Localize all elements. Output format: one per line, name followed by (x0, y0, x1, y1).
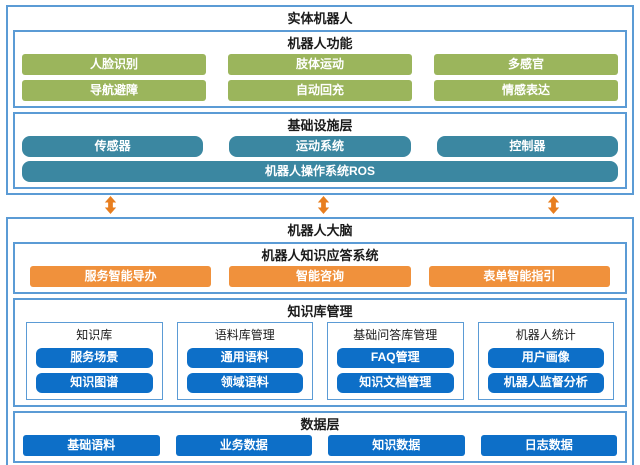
data-layer-grid: 基础语料 业务数据 知识数据 日志数据 (20, 435, 620, 456)
function-button-emotion[interactable]: 情感表达 (434, 80, 618, 101)
data-button-knowledge-data[interactable]: 知识数据 (328, 435, 465, 456)
infra-button-sensors[interactable]: 传感器 (22, 136, 204, 157)
data-button-business-data[interactable]: 业务数据 (175, 435, 312, 456)
knowledge-mgmt-title: 知识库管理 (287, 304, 353, 319)
knowledge-mgmt-grid: 知识库 服务场景 知识图谱 语料库管理 通用语料 领域语料 基础问答库管理 FA… (20, 322, 620, 400)
infra-button-motion-system[interactable]: 运动系统 (229, 136, 411, 157)
data-button-basic-corpus[interactable]: 基础语料 (23, 435, 160, 456)
corpus-button-domain[interactable]: 领域语料 (186, 373, 303, 393)
corpus-button-general[interactable]: 通用语料 (186, 348, 303, 368)
qa-system-title: 机器人知识应答系统 (261, 248, 379, 263)
double-vertical-arrow-icon (547, 196, 560, 214)
group-title: 机器人统计 (515, 328, 576, 342)
physical-robot-section: 实体机器人 机器人功能 人脸识别 肢体运动 多感官 导航避障 自动回充 情感表达… (6, 5, 634, 195)
group-title: 语料库管理 (214, 328, 275, 342)
knowledge-mgmt-box: 知识库管理 知识库 服务场景 知识图谱 语料库管理 通用语料 领域语料 基础问答… (13, 298, 627, 407)
function-button-face-recognition[interactable]: 人脸识别 (22, 54, 206, 75)
function-button-auto-charge[interactable]: 自动回充 (228, 80, 412, 101)
infrastructure-grid: 传感器 运动系统 控制器 (20, 136, 620, 157)
infrastructure-title: 基础设施层 (287, 118, 353, 133)
function-button-body-motion[interactable]: 肢体运动 (228, 54, 412, 75)
stats-button-user-profile[interactable]: 用户画像 (487, 348, 604, 368)
infra-button-ros[interactable]: 机器人操作系统ROS (22, 161, 618, 182)
robot-functions-box: 机器人功能 人脸识别 肢体运动 多感官 导航避障 自动回充 情感表达 (13, 30, 627, 108)
group-knowledge-base: 知识库 服务场景 知识图谱 (26, 322, 163, 400)
robot-functions-title: 机器人功能 (287, 36, 353, 51)
qa-button-service-guide[interactable]: 服务智能导办 (30, 266, 212, 287)
qa-button-form-guide[interactable]: 表单智能指引 (428, 266, 610, 287)
qa-system-box: 机器人知识应答系统 服务智能导办 智能咨询 表单智能指引 (13, 242, 627, 294)
infrastructure-box: 基础设施层 传感器 运动系统 控制器 机器人操作系统ROS (13, 112, 627, 189)
group-title: 知识库 (76, 328, 113, 342)
robot-functions-grid: 人脸识别 肢体运动 多感官 导航避障 自动回充 情感表达 (20, 54, 620, 101)
group-faq-mgmt: 基础问答库管理 FAQ管理 知识文档管理 (327, 322, 464, 400)
stats-button-supervision[interactable]: 机器人监督分析 (487, 373, 604, 393)
data-layer-box: 数据层 基础语料 业务数据 知识数据 日志数据 (13, 411, 627, 463)
robot-brain-section: 机器人大脑 机器人知识应答系统 服务智能导办 智能咨询 表单智能指引 知识库管理… (6, 217, 634, 465)
kb-button-service-scene[interactable]: 服务场景 (36, 348, 153, 368)
infra-button-controller[interactable]: 控制器 (436, 136, 618, 157)
group-corpus-mgmt: 语料库管理 通用语料 领域语料 (176, 322, 313, 400)
qa-system-grid: 服务智能导办 智能咨询 表单智能指引 (20, 266, 620, 287)
connector-arrow-row (6, 195, 634, 215)
faq-button-doc-mgmt[interactable]: 知识文档管理 (337, 373, 454, 393)
group-title: 基础问答库管理 (353, 328, 438, 342)
robot-brain-title: 机器人大脑 (287, 223, 353, 238)
double-vertical-arrow-icon (317, 196, 330, 214)
function-button-multi-sense[interactable]: 多感官 (434, 54, 618, 75)
qa-button-smart-consult[interactable]: 智能咨询 (229, 266, 411, 287)
function-button-navigation[interactable]: 导航避障 (22, 80, 206, 101)
physical-robot-title: 实体机器人 (287, 11, 353, 26)
kb-button-knowledge-graph[interactable]: 知识图谱 (36, 373, 153, 393)
double-vertical-arrow-icon (104, 196, 117, 214)
data-layer-title: 数据层 (300, 417, 340, 432)
group-robot-stats: 机器人统计 用户画像 机器人监督分析 (477, 322, 614, 400)
data-button-log-data[interactable]: 日志数据 (480, 435, 617, 456)
faq-button-faq-mgmt[interactable]: FAQ管理 (337, 348, 454, 368)
